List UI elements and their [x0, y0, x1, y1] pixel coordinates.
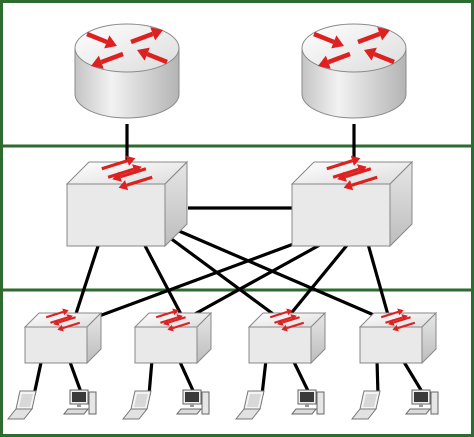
- laptop-icon: [350, 390, 381, 420]
- distribution-switch-2: [290, 155, 414, 248]
- laptop-3: [121, 390, 152, 420]
- laptop-icon: [234, 390, 265, 420]
- switch-icon: [101, 155, 153, 191]
- workstation-8: [404, 389, 439, 415]
- access-switch-2: [133, 308, 213, 365]
- access-layer: [23, 308, 438, 365]
- link-access-endpoint3: [147, 359, 154, 396]
- distribution-switch-1: [65, 155, 189, 248]
- workstation-6: [290, 389, 325, 415]
- link-access-endpoint7: [375, 359, 380, 396]
- link-dist1-access2: [140, 239, 186, 321]
- workstation-2: [62, 389, 97, 415]
- workstation-icon: [175, 389, 210, 415]
- workstation-icon: [290, 389, 325, 415]
- workstation-icon: [404, 389, 439, 415]
- workstation-icon: [62, 389, 97, 415]
- switch-icon: [326, 155, 378, 191]
- laptop-7: [350, 390, 381, 420]
- switch-icon: [155, 308, 191, 332]
- access-switch-1: [23, 308, 103, 365]
- laptop-icon: [6, 390, 37, 420]
- link-dist2-access3: [282, 242, 350, 324]
- core-router-2: [301, 23, 407, 119]
- switch-icon: [269, 308, 305, 332]
- link-dist2-access2: [183, 234, 337, 322]
- access-switch-4: [358, 308, 438, 365]
- link-access-endpoint5: [260, 359, 268, 396]
- core-router-1: [74, 23, 180, 119]
- laptop-1: [6, 390, 37, 420]
- links: [32, 124, 426, 396]
- link-dist1-access1: [70, 239, 102, 327]
- endpoint-layer: [6, 389, 439, 420]
- laptop-5: [234, 390, 265, 420]
- router-icon: [86, 27, 168, 69]
- laptop-icon: [121, 390, 152, 420]
- link-dist1-access4: [171, 226, 391, 324]
- workstation-4: [175, 389, 210, 415]
- link-dist1-access3: [161, 230, 285, 324]
- router-icon: [313, 27, 395, 69]
- link-dist2-access4: [366, 243, 392, 323]
- access-switch-3: [247, 308, 327, 365]
- distribution-layer: [65, 155, 414, 248]
- switch-icon: [45, 308, 81, 332]
- link-dist2-access1: [71, 230, 327, 328]
- switch-icon: [380, 308, 416, 332]
- link-access-endpoint1: [32, 357, 44, 396]
- core-layer: [74, 23, 407, 119]
